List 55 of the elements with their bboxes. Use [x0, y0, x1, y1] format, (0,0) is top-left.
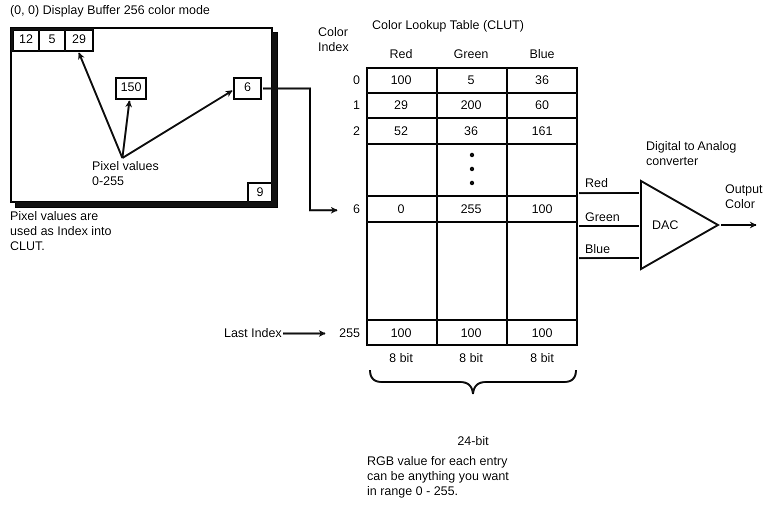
color-index: 255 — [326, 326, 360, 341]
column-header: Red — [388, 47, 414, 62]
pixel-value: 6 — [233, 77, 262, 100]
arrow — [122, 90, 233, 159]
clut-value: 200 — [460, 98, 482, 113]
arrow — [78, 52, 124, 158]
dac-caption: Digital to Analog converter — [646, 139, 738, 169]
column-header: Blue — [528, 47, 556, 62]
dac-label: DAC — [652, 218, 678, 233]
edge-label: Output Color — [725, 182, 764, 212]
clut-value: 36 — [534, 73, 550, 88]
clut-value: 161 — [530, 124, 554, 139]
clut-value: 100 — [530, 202, 554, 217]
note-text: RGB value for each entry can be anything you want in range 0 - 255. — [367, 454, 510, 499]
pixel-value: 12 — [12, 29, 40, 52]
bit-width: 24-bit — [456, 434, 490, 449]
annotation-text: Pixel values 0-255 — [92, 159, 172, 189]
clut-value: 29 — [393, 98, 409, 113]
connector-line — [579, 224, 639, 227]
table-title: Color Lookup Table (CLUT) — [372, 18, 524, 33]
column-header: Green — [452, 47, 490, 62]
edge-label: Red — [585, 176, 609, 191]
arrow — [721, 222, 757, 228]
clut-value: 5 — [466, 73, 476, 88]
annotation-text: Last Index — [224, 326, 282, 341]
color-index: 0 — [352, 73, 360, 88]
arrow — [283, 330, 326, 337]
edge-label: Green — [585, 210, 621, 225]
pixel-value: 150 — [115, 77, 147, 100]
buffer-title: (0, 0) Display Buffer 256 color mode — [10, 3, 210, 18]
clut-value: 52 — [393, 124, 409, 139]
arrow — [121, 100, 132, 158]
pixel-value: 9 — [247, 182, 273, 203]
bit-width: 8 bit — [529, 351, 555, 366]
color-index: 6 — [338, 202, 360, 217]
edge-label: Blue — [585, 242, 612, 257]
bit-width: 8 bit — [388, 351, 414, 366]
color-index: 2 — [352, 124, 360, 139]
pixel-value: 5 — [38, 29, 66, 52]
clut-value: 36 — [463, 124, 479, 139]
arrow — [263, 88, 338, 214]
clut-value: 100 — [390, 326, 412, 341]
column-header: Color Index — [318, 25, 350, 55]
color-index: 1 — [352, 98, 360, 113]
clut-value: 100 — [390, 73, 412, 88]
connector-line — [579, 257, 639, 260]
clut-value: 60 — [534, 98, 550, 113]
clut-value: 100 — [530, 326, 554, 341]
clut-value: 100 — [460, 326, 482, 341]
pixel-value: 29 — [64, 29, 94, 52]
bit-width: 8 bit — [458, 351, 484, 366]
connector-line — [579, 192, 639, 194]
note-text: Pixel values are used as Index into CLUT. — [10, 209, 112, 254]
clut-value: 255 — [460, 202, 482, 217]
clut-value: 0 — [396, 202, 406, 217]
